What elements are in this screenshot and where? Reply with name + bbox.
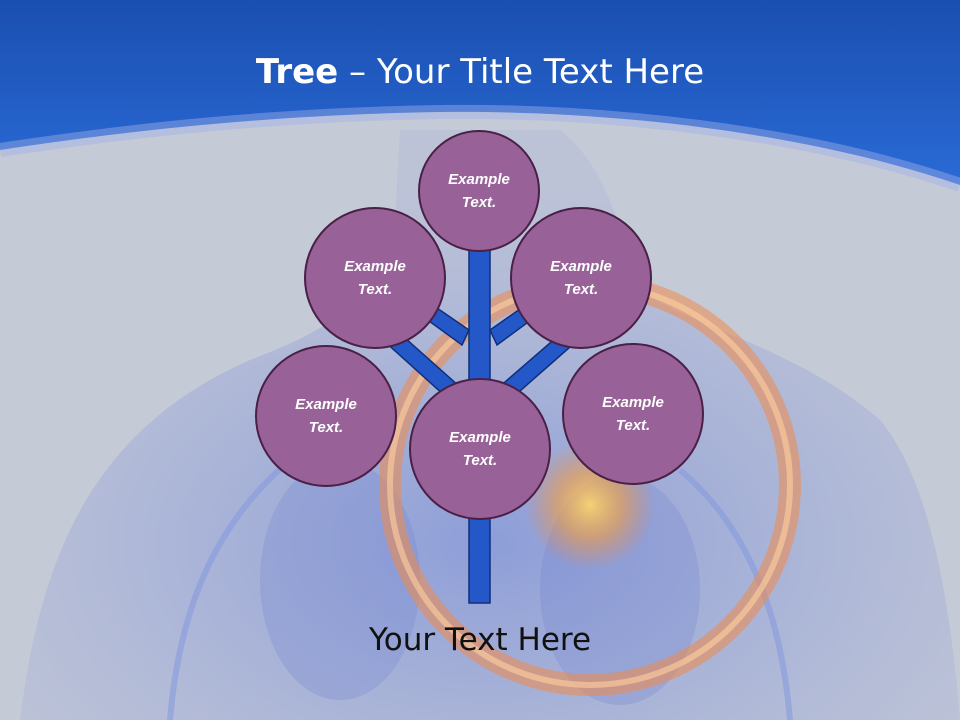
node-text-line2: Text. bbox=[308, 419, 344, 436]
node-text-line1: Example bbox=[550, 258, 612, 275]
slide-title: Tree – Your Title Text Here bbox=[0, 52, 960, 92]
node-text-line2: Text. bbox=[357, 281, 393, 298]
title-text: Your Title Text Here bbox=[376, 52, 705, 92]
node-text-line1: Example bbox=[449, 429, 511, 446]
footer-text: Your Text Here bbox=[368, 622, 592, 658]
title-separator: – bbox=[338, 52, 377, 92]
node-text-line2: Text. bbox=[615, 417, 651, 434]
node-text-line1: Example bbox=[448, 171, 510, 188]
title-bold: Tree bbox=[255, 52, 339, 92]
node-text-line2: Text. bbox=[462, 452, 498, 469]
node-text-line1: Example bbox=[295, 396, 357, 413]
node-text-line2: Text. bbox=[461, 194, 497, 211]
node-text-line2: Text. bbox=[563, 281, 599, 298]
node-text-line1: Example bbox=[602, 394, 664, 411]
node-text-line1: Example bbox=[344, 258, 406, 275]
